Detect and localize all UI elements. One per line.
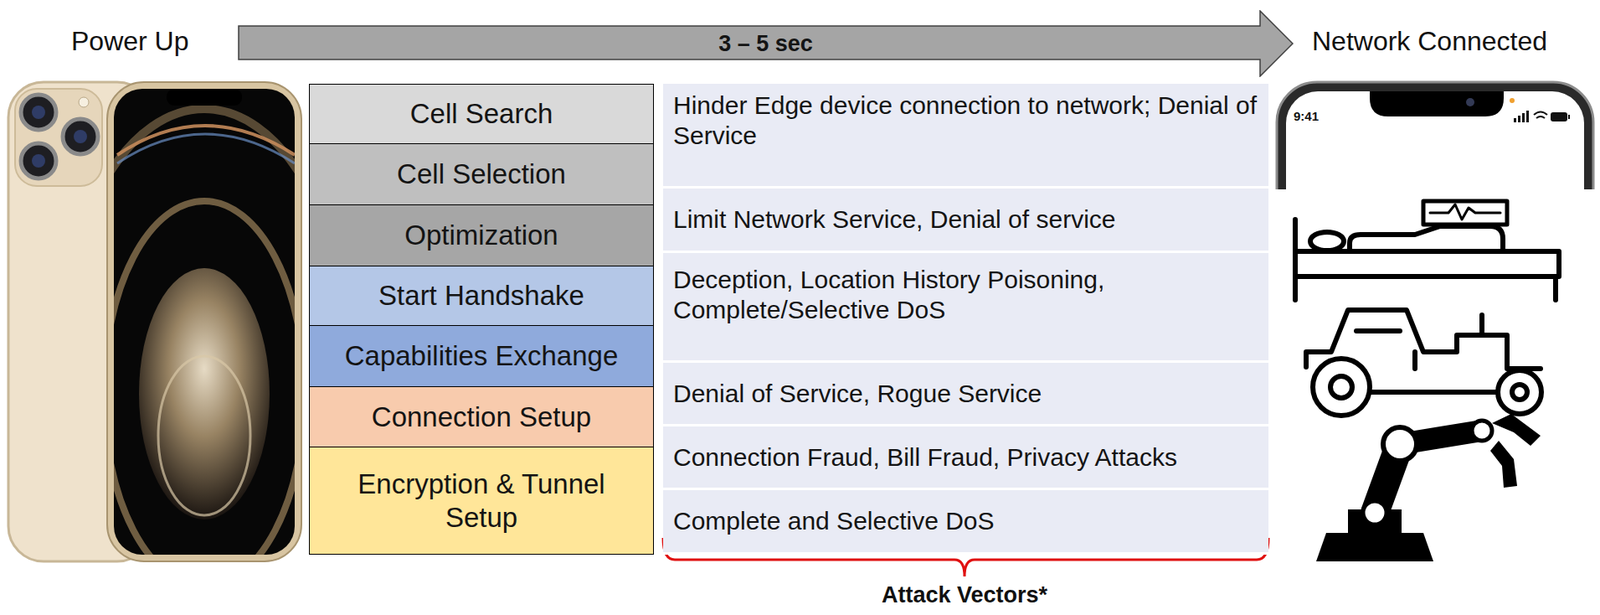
node-text: Capabilities Exchange	[344, 339, 619, 373]
attack-vector-row: Deception, Location History Poisoning, C…	[663, 252, 1269, 363]
timeline-arrow: 3 – 5 sec	[237, 10, 1294, 78]
node-text: Cell Selection	[396, 157, 566, 191]
node-text: Hinder Edge device connection to network…	[673, 90, 1259, 151]
node-text: Encryption & Tunnel Setup	[319, 467, 644, 534]
tractor-icon	[1306, 309, 1542, 416]
node-text: Optimization	[404, 218, 558, 253]
attack-vector-row: Hinder Edge device connection to network…	[663, 83, 1269, 189]
phase-box: Cell Search	[308, 83, 654, 145]
phone-connected	[1276, 82, 1594, 190]
phase-box: Connection Setup	[308, 385, 654, 448]
node-text: Cell Search	[410, 97, 554, 131]
hospital-bed-icon	[1295, 200, 1559, 300]
duration-text: 3 – 5 sec	[718, 30, 813, 57]
node-text: Denial of Service, Rogue Service	[673, 378, 1259, 409]
node-text: Connection Fraud, Bill Fraud, Privacy At…	[673, 442, 1259, 473]
phase-box: Encryption & Tunnel Setup	[308, 446, 654, 555]
end-label: Network Connected	[1311, 25, 1548, 57]
node-text: Complete and Selective DoS	[673, 505, 1259, 536]
attack-vector-row: Denial of Service, Rogue Service	[663, 362, 1269, 427]
phase-box: Capabilities Exchange	[308, 324, 654, 387]
start-label: Power Up	[71, 25, 190, 57]
clock-text: 9:41	[1293, 108, 1319, 124]
arrow-outline	[238, 10, 1293, 77]
bracket-label: Attack Vectors*	[881, 581, 1048, 608]
robot-arm-icon	[1316, 413, 1541, 561]
attack-vector-row: Connection Fraud, Bill Fraud, Privacy At…	[663, 426, 1269, 490]
phone-front	[61, 82, 347, 612]
node-text: Deception, Location History Poisoning, C…	[673, 264, 1259, 325]
node-text: Connection Setup	[371, 400, 592, 434]
phase-box: Start Handshake	[308, 265, 654, 326]
attack-vector-row: Complete and Selective DoS	[663, 489, 1269, 555]
phase-box: Cell Selection	[308, 143, 654, 206]
node-text: Limit Network Service, Denial of service	[673, 204, 1259, 235]
attack-vector-row: Limit Network Service, Denial of service	[663, 188, 1269, 253]
phase-box: Optimization	[308, 204, 654, 267]
node-text: Start Handshake	[378, 278, 585, 313]
